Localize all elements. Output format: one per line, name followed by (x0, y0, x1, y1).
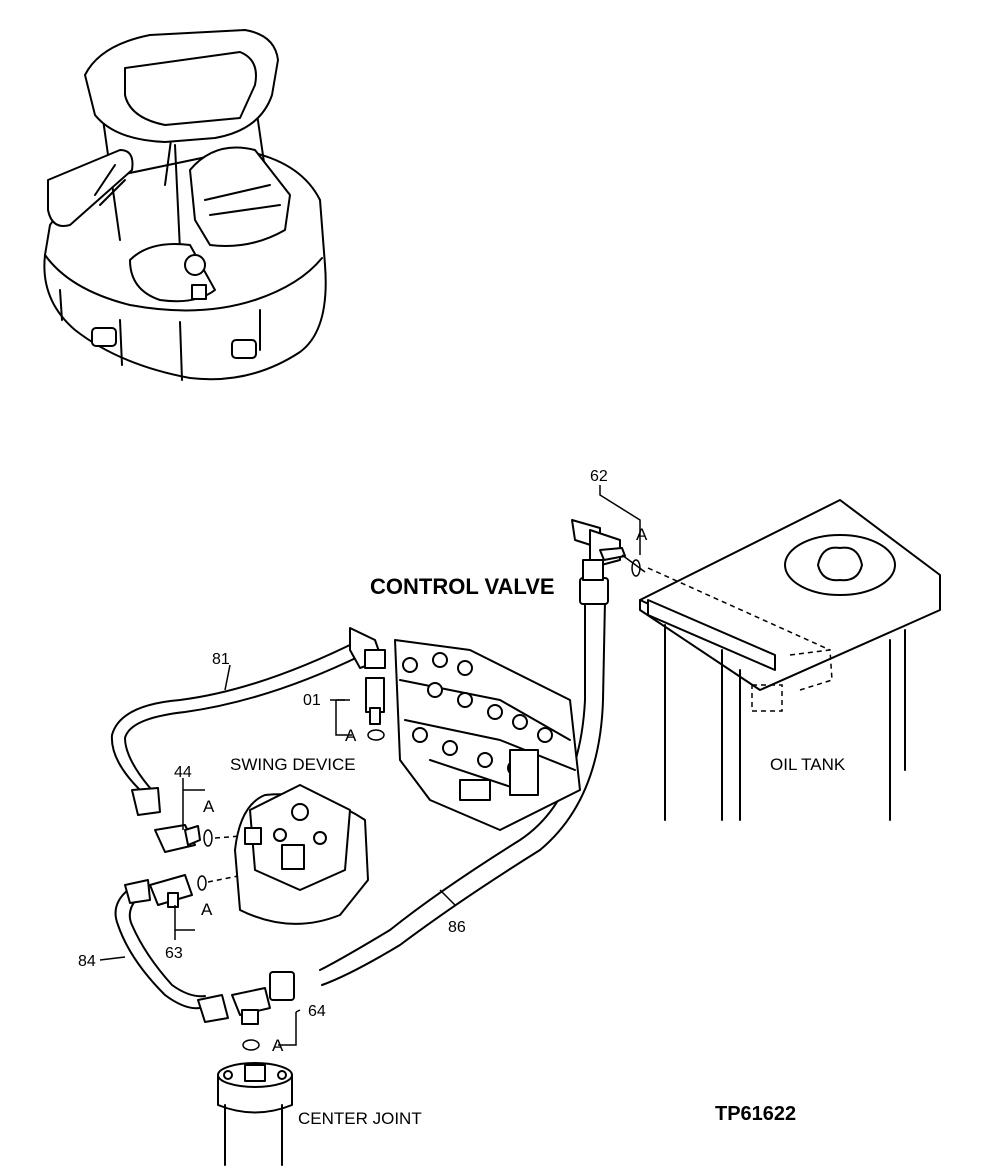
swing-device-label: SWING DEVICE (230, 755, 356, 774)
callout-a-44: A (203, 797, 215, 816)
callout-a-63: A (201, 900, 213, 919)
callout-01: 01 (303, 692, 321, 709)
hose-84 (114, 879, 229, 1023)
elbow-fitting-44 (154, 789, 256, 853)
callout-86: 86 (448, 919, 466, 936)
fitting-63 (149, 874, 239, 931)
center-joint-label: CENTER JOINT (298, 1109, 422, 1128)
callout-62: 62 (590, 468, 608, 485)
control-valve (394, 639, 581, 831)
callout-44: 44 (174, 764, 192, 781)
callout-a-01: A (345, 726, 357, 745)
tee-fitting-64 (231, 971, 297, 1051)
oil-tank-label: OIL TANK (770, 755, 846, 774)
callout-63: 63 (165, 945, 183, 962)
check-valve-01 (335, 677, 385, 741)
callout-leaders (99, 485, 641, 1013)
callout-84: 84 (78, 953, 96, 970)
callout-81: 81 (212, 651, 230, 668)
callout-a-64: A (272, 1036, 284, 1055)
text-labels: CONTROL VALVE SWING DEVICE OIL TANK CENT… (78, 468, 846, 1128)
callout-64: 64 (308, 1003, 326, 1020)
oil-tank (639, 499, 941, 821)
excavator-upper-structure (43, 29, 327, 381)
drawing-id: TP61622 (715, 1103, 796, 1125)
center-joint (217, 1062, 293, 1166)
callout-a-62: A (636, 525, 648, 544)
swing-device (234, 784, 369, 925)
control-valve-label: CONTROL VALVE (370, 574, 555, 599)
hose-81 (110, 627, 386, 816)
